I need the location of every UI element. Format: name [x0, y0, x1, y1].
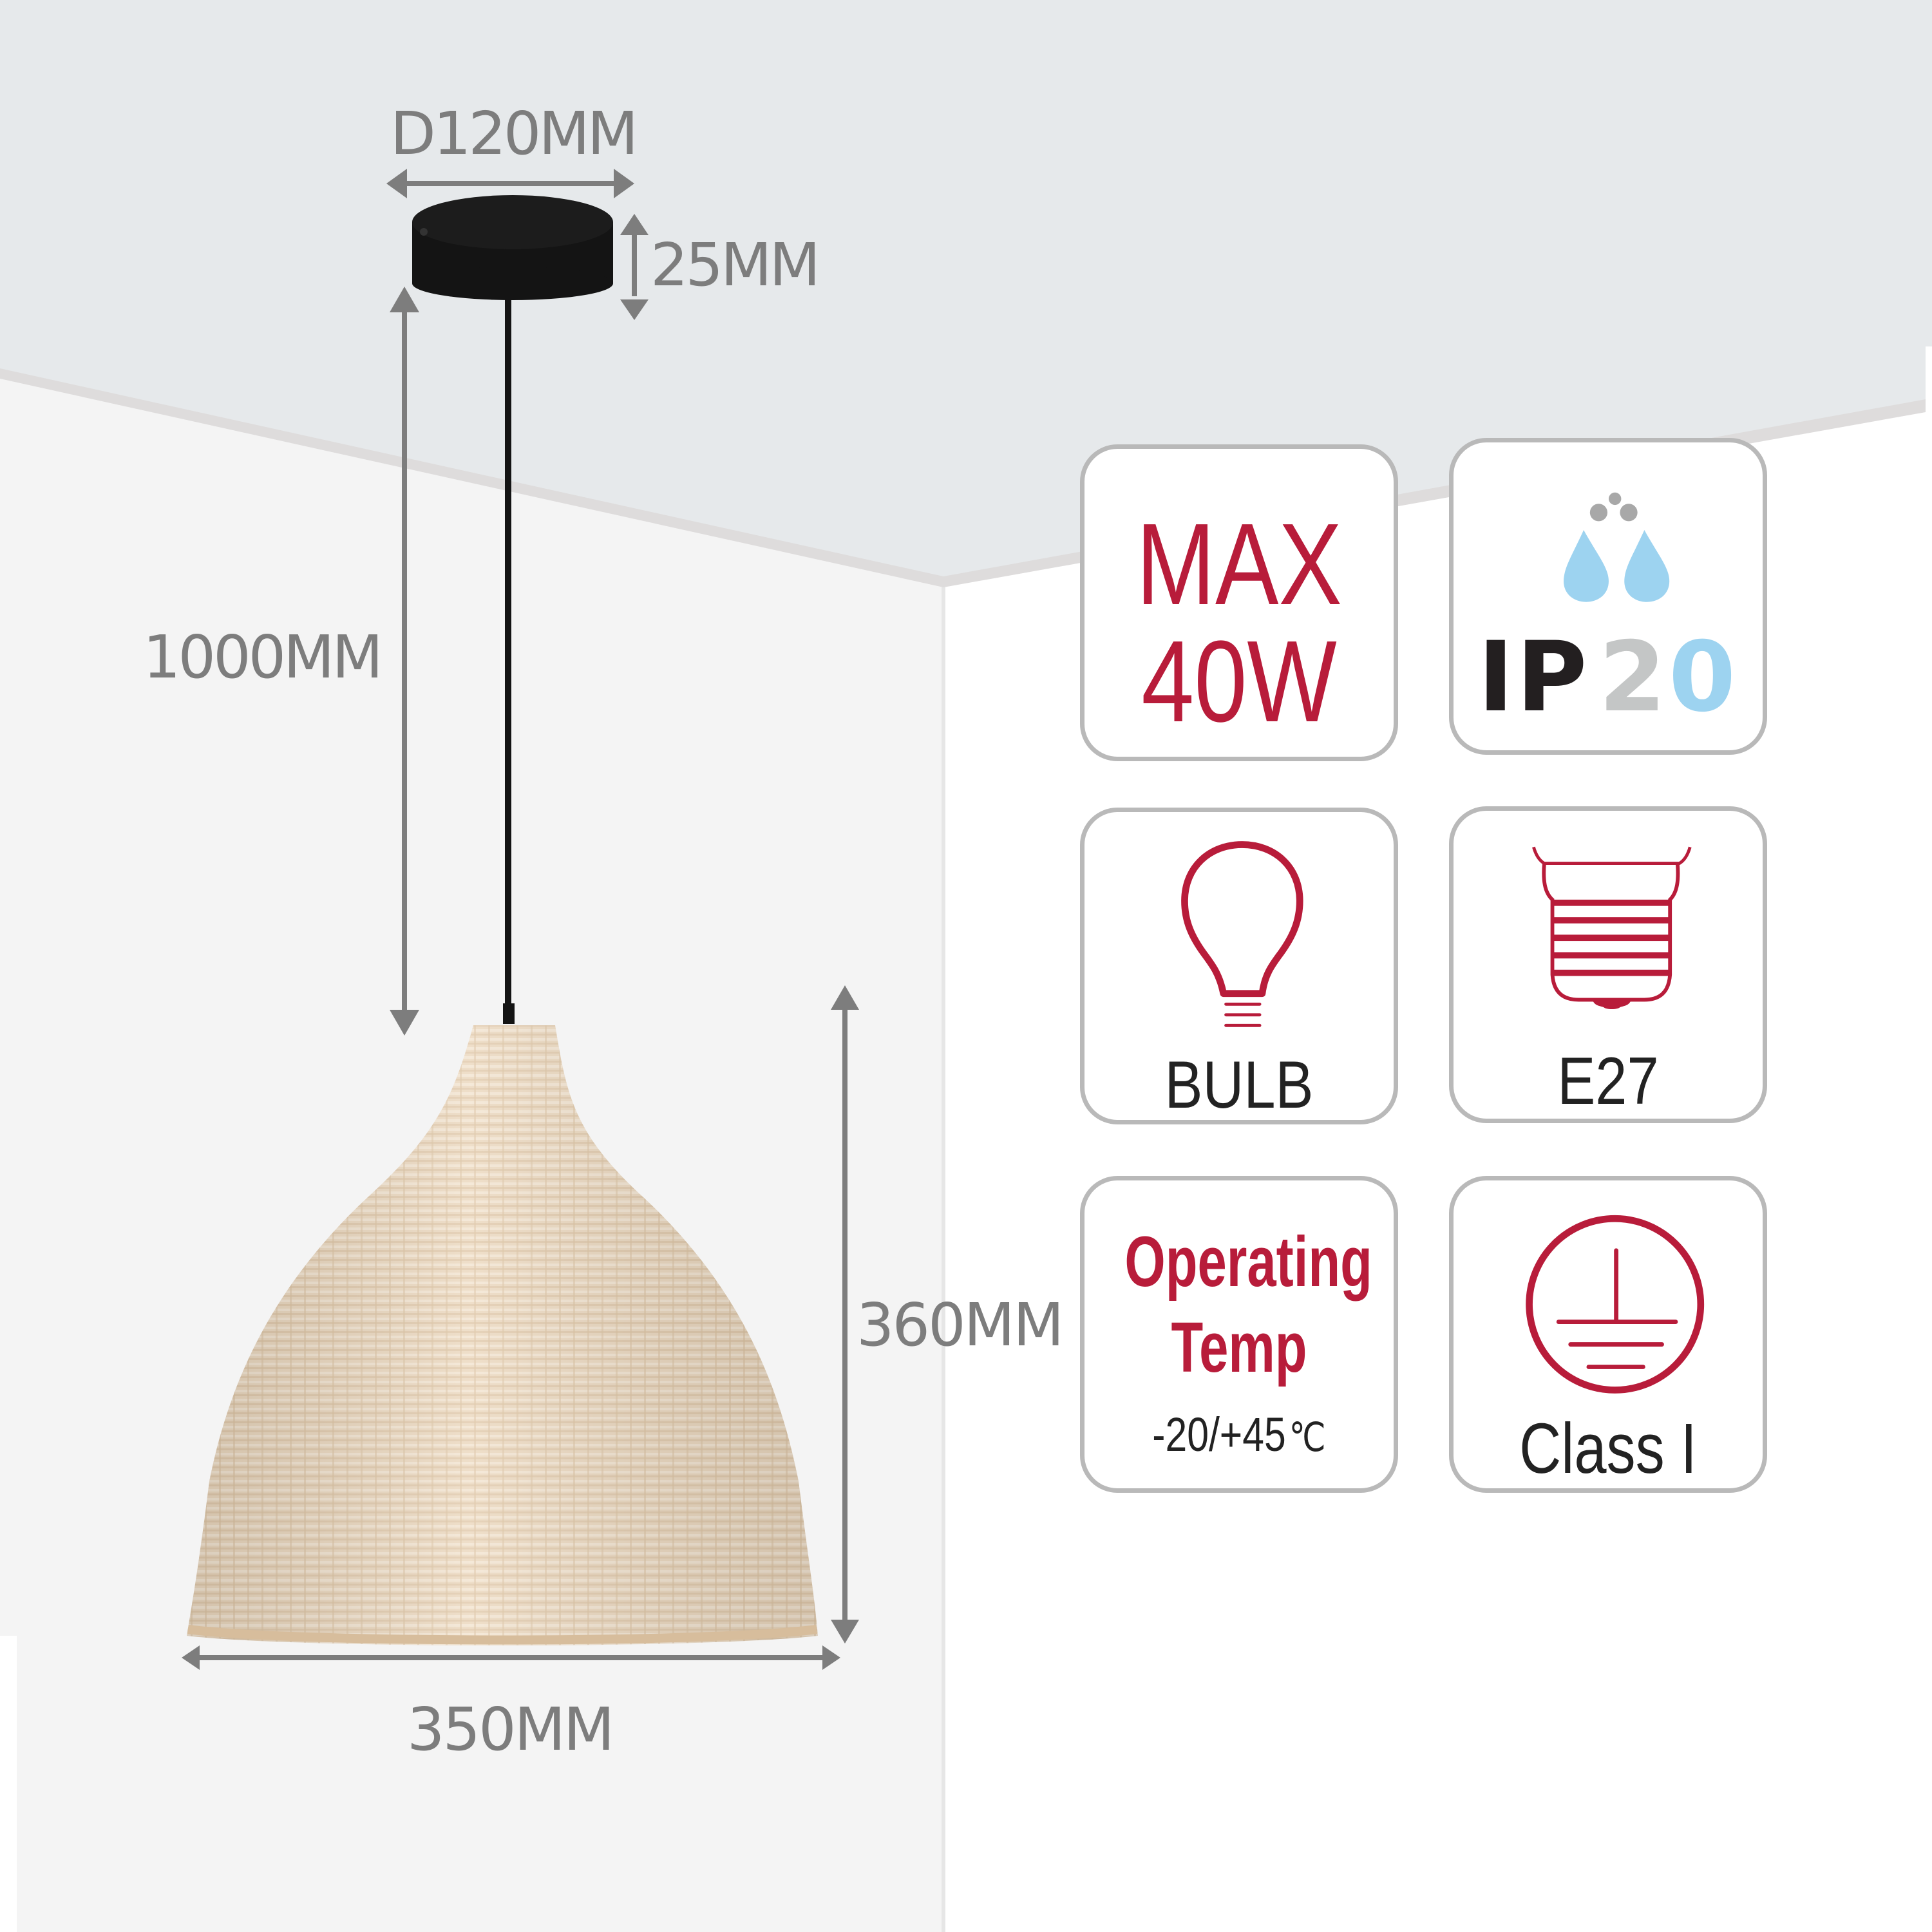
- wattage-value: 40W: [1141, 617, 1337, 746]
- base-label: E27: [1557, 1044, 1659, 1119]
- spec-max-wattage: MAX 40W: [1080, 444, 1398, 761]
- celsius-unit: ℃: [1289, 1416, 1326, 1460]
- ceiling: [0, 0, 1932, 576]
- earth-ground-icon: [1526, 1215, 1705, 1394]
- canopy-width-arrow-line: [399, 181, 625, 186]
- arrow-head-left: [386, 169, 407, 198]
- ip-value: IP20: [1454, 629, 1763, 726]
- temp-range-value: -20/+45: [1152, 1408, 1286, 1461]
- wall-corner-line: [942, 583, 945, 1932]
- spec-bulb-type: BULB: [1080, 808, 1398, 1124]
- spec-base-type: E27: [1449, 806, 1767, 1123]
- left-edge-strip: [0, 1636, 17, 1932]
- canopy-diameter-label: D120MM: [390, 99, 638, 168]
- temp-range: -20/+45℃: [1112, 1411, 1366, 1459]
- ceiling-canopy: [412, 195, 613, 300]
- ip-digit-solids: 2: [1598, 621, 1669, 734]
- spec-ip-rating: IP20: [1449, 438, 1767, 755]
- class-label: Class I: [1519, 1409, 1697, 1488]
- operating-label: Operating: [1124, 1222, 1372, 1302]
- canopy-height-label: 25MM: [650, 231, 820, 299]
- water-drops-icon: [1564, 492, 1670, 602]
- shade-width-label: 350MM: [407, 1695, 614, 1764]
- ip-digit-water: 0: [1668, 621, 1739, 734]
- rattan-shade: [187, 1025, 818, 1645]
- shade-height-label: 360MM: [857, 1291, 1064, 1359]
- bulb-label: BULB: [1164, 1048, 1314, 1122]
- right-edge-strip: [1926, 346, 1932, 1932]
- cord-length-label: 1000MM: [143, 623, 383, 692]
- arrow-head-right: [614, 169, 634, 198]
- e27-socket-icon: [1532, 846, 1692, 1009]
- spec-protection-class: Class I: [1449, 1176, 1767, 1493]
- temp-label: Temp: [1171, 1308, 1307, 1387]
- spec-operating-temp: Operating Temp -20/+45℃: [1080, 1176, 1398, 1493]
- light-bulb-icon: [1181, 841, 1303, 1027]
- ip-prefix: IP: [1477, 621, 1590, 734]
- cord-grip: [503, 1003, 515, 1024]
- max-label: MAX: [1136, 500, 1342, 629]
- power-cord: [505, 283, 511, 1011]
